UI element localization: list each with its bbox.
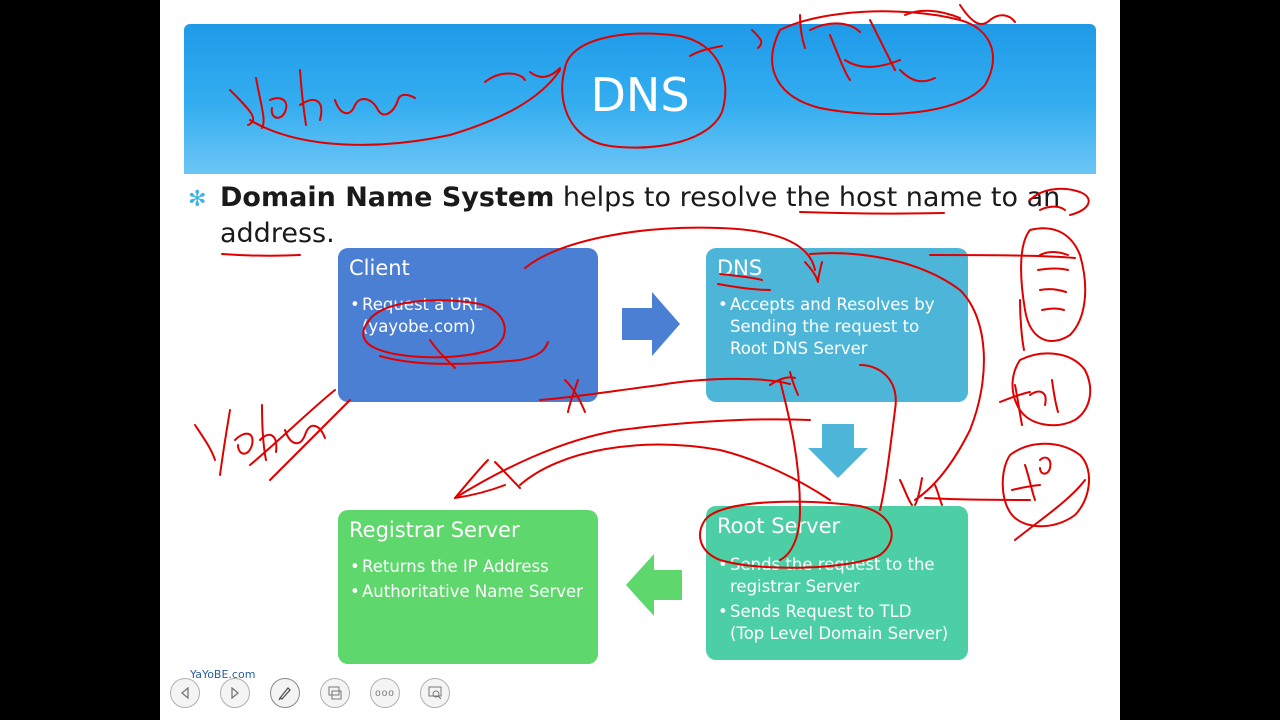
pen-tool-button[interactable]: [270, 678, 300, 708]
next-icon: [231, 687, 240, 699]
root-item: (Top Level Domain Server): [730, 624, 949, 643]
root-title: Root Server: [717, 514, 841, 538]
registrar-item: Returns the IP Address: [362, 557, 549, 576]
slides-icon: [328, 686, 342, 700]
registrar-box: Registrar Server •Returns the IP Address…: [338, 510, 598, 664]
root-item: registrar Server: [730, 577, 860, 596]
registrar-item: Authoritative Name Server: [362, 582, 583, 601]
see-all-slides-button[interactable]: [320, 678, 350, 708]
next-slide-button[interactable]: [220, 678, 250, 708]
bullet-bold-term: Domain Name System: [220, 182, 555, 213]
dns-item: Sending the request to: [730, 317, 920, 336]
title-band: DNS: [184, 24, 1096, 174]
pen-icon: [278, 687, 291, 701]
arrow-down-icon: [808, 424, 868, 478]
slide-title: DNS: [590, 68, 690, 122]
footer-brand: YaYoBE.com: [190, 668, 256, 681]
client-item: Request a URL: [362, 295, 483, 314]
client-box: Client •Request a URL(yayobe.com): [338, 248, 598, 402]
client-title: Client: [349, 256, 410, 280]
zoom-button[interactable]: [420, 678, 450, 708]
bullet-star-icon: ✻: [188, 187, 207, 212]
arrow-left-icon: [626, 554, 682, 616]
bullet-rest-text: helps to resolve the host name to an add…: [220, 182, 1061, 249]
zoom-icon: [428, 686, 442, 700]
dns-item: Accepts and Resolves by: [730, 295, 935, 314]
registrar-title: Registrar Server: [349, 518, 520, 542]
prev-icon: [180, 687, 189, 699]
more-icon: ooo: [375, 687, 395, 699]
client-item: (yayobe.com): [362, 317, 476, 336]
root-item: Sends the request to the: [730, 555, 935, 574]
root-item: Sends Request to TLD: [730, 602, 912, 621]
bullet-point: ✻ Domain Name System helps to resolve th…: [188, 180, 1070, 252]
more-options-button[interactable]: ooo: [370, 678, 400, 708]
dns-item: Root DNS Server: [730, 339, 868, 358]
dns-title: DNS: [717, 256, 763, 280]
slide: DNS ✻ Domain Name System helps to resolv…: [160, 0, 1120, 720]
prev-slide-button[interactable]: [170, 678, 200, 708]
arrow-right-icon: [622, 292, 680, 356]
